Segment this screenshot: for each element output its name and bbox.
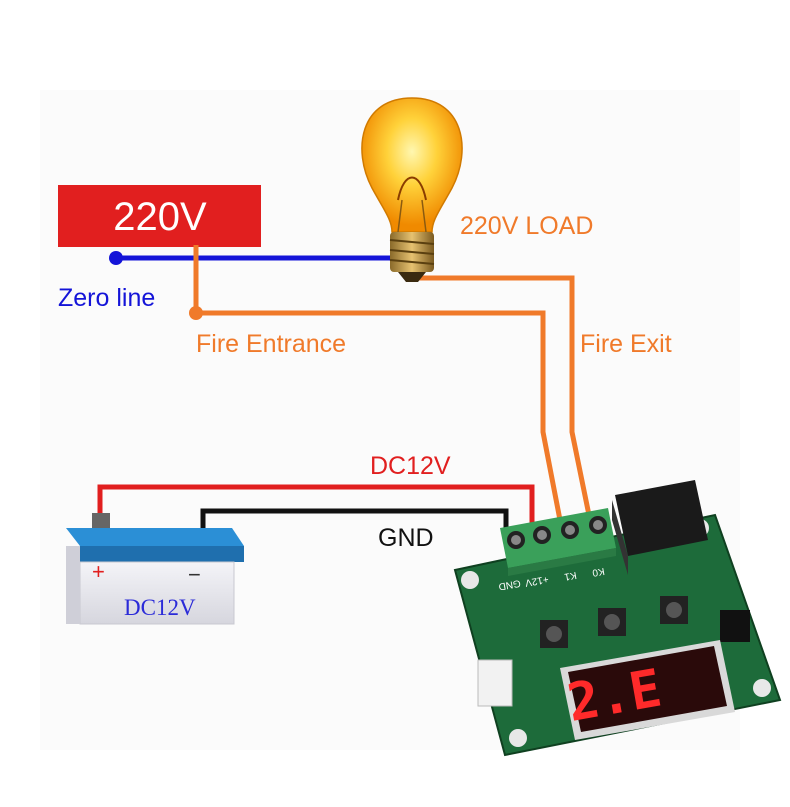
load-label: 220V LOAD xyxy=(460,212,593,240)
terminal-label-k1: K1 xyxy=(563,569,577,582)
dc12v-wire xyxy=(97,484,535,525)
power-source-label: 220V xyxy=(113,195,207,239)
dc12v-wire-label: DC12V xyxy=(370,452,451,480)
thermostat-module-icon xyxy=(453,480,782,757)
module-terminal-labels: GND+12V K1 K0 xyxy=(498,565,606,592)
gnd-wire xyxy=(200,508,509,538)
terminal-label-12v: +12V xyxy=(524,573,550,588)
battery-voltage-label: DC12V xyxy=(124,595,196,620)
battery-minus-label: − xyxy=(188,562,201,587)
power-source-box xyxy=(58,185,261,247)
fire-exit-label: Fire Exit xyxy=(580,330,672,358)
terminal-label-k0: K0 xyxy=(591,565,605,578)
gnd-wire-label: GND xyxy=(378,524,434,552)
fire-entrance-junction xyxy=(189,306,203,320)
battery-icon xyxy=(66,513,244,625)
fire-exit-wire xyxy=(412,275,593,521)
fire-entrance-wire xyxy=(193,245,563,521)
zero-line-junction xyxy=(109,251,123,265)
terminal-label-gnd: GND xyxy=(498,577,522,592)
battery-plus-label: + xyxy=(92,559,105,584)
light-bulb-icon xyxy=(361,97,463,282)
fire-entrance-label: Fire Entrance xyxy=(196,330,346,358)
zero-line-label: Zero line xyxy=(58,284,155,312)
